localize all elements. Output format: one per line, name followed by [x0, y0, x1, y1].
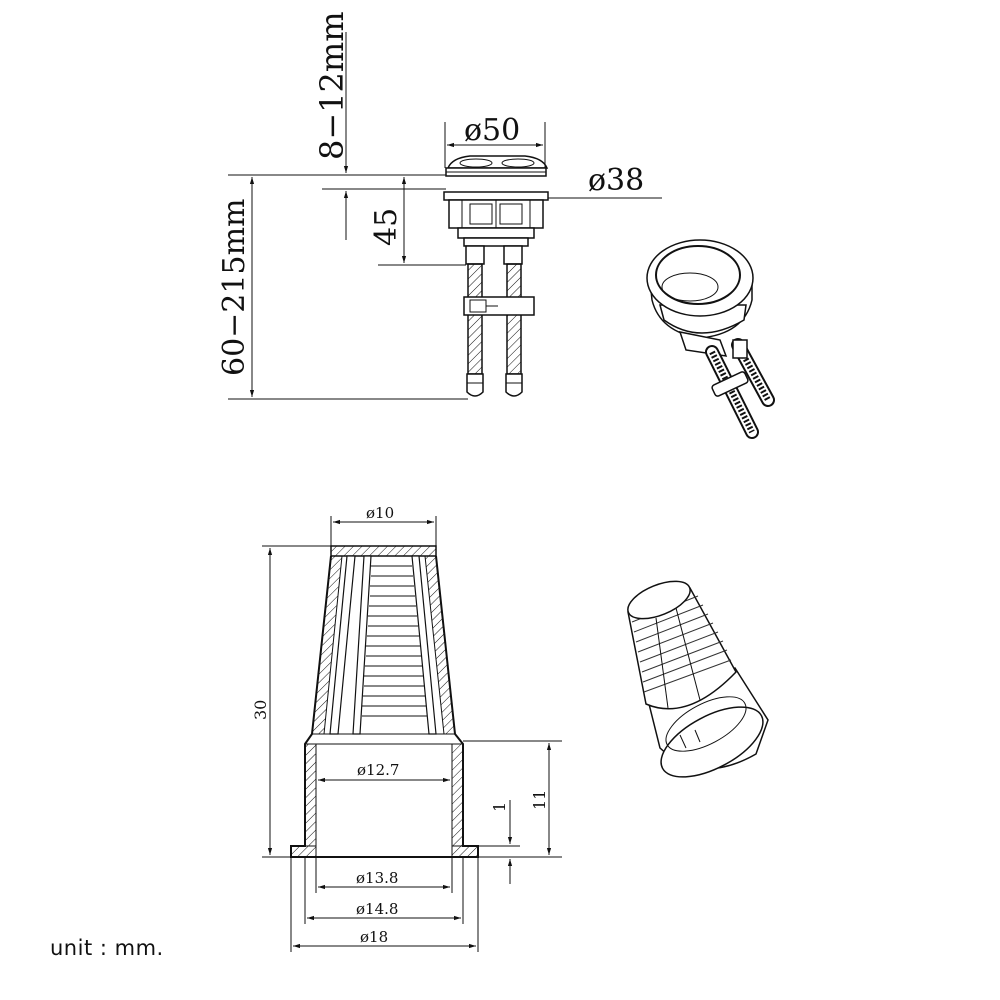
dim-outer-diameter: ø13.8 [356, 869, 398, 887]
dim-hole-diameter: ø38 [588, 163, 644, 198]
dim-flange-thickness: 1 [490, 802, 509, 812]
filter-3d-view [627, 580, 769, 778]
filter-dimension-lines [262, 516, 562, 952]
dim-tip-diameter: ø10 [366, 504, 394, 522]
flush-button-side-view [443, 155, 549, 397]
top-dimension-lines [228, 32, 662, 400]
filter-cross-section [290, 545, 479, 858]
dim-sleeve-diameter: ø14.8 [356, 900, 398, 918]
dim-depth: 45 [369, 208, 404, 246]
dim-height: 30 [251, 700, 270, 720]
unit-label: unit : mm. [50, 936, 164, 960]
flush-button-3d-view [646, 239, 775, 439]
dim-panel-range: 60−215mm [217, 199, 252, 376]
dim-button-diameter: ø50 [464, 113, 520, 148]
dim-flange-diameter: ø18 [360, 928, 388, 946]
dim-button-thickness: 8−12mm [313, 11, 351, 160]
dim-inner-diameter: ø12.7 [357, 761, 399, 779]
dim-sleeve-height: 11 [530, 790, 549, 810]
